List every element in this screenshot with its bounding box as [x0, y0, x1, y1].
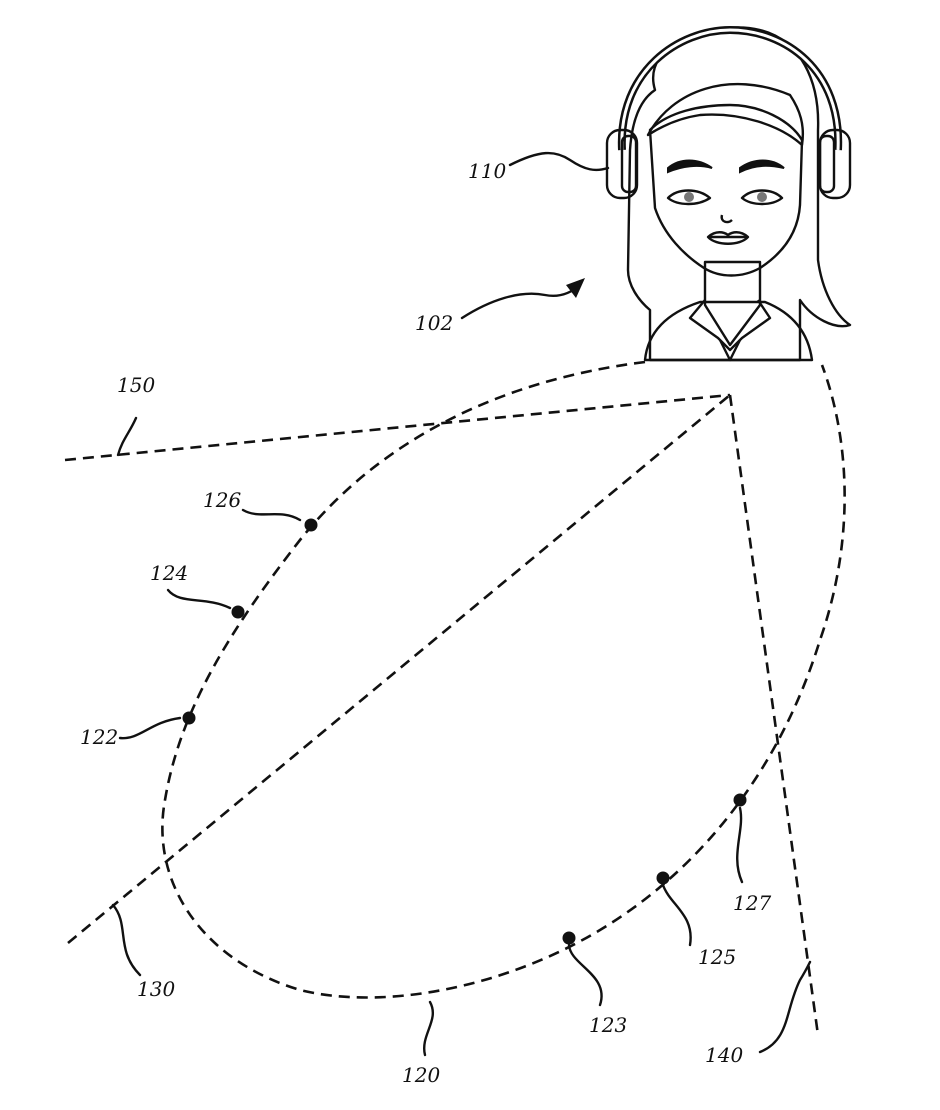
- label-127: 127: [733, 891, 771, 915]
- point-126: [304, 518, 318, 532]
- point-125: [656, 871, 670, 885]
- left-eye: [666, 189, 712, 206]
- leader-123: [567, 943, 603, 1007]
- label-120: 120: [402, 1063, 440, 1087]
- label-150: 150: [117, 373, 155, 397]
- label-110: 110: [468, 159, 506, 183]
- label-130: 130: [137, 977, 175, 1001]
- leader-120: [422, 1000, 435, 1057]
- arrowhead-102: [566, 278, 585, 298]
- leader-150: [116, 416, 138, 457]
- point-123: [562, 931, 576, 945]
- leader-127: [736, 806, 744, 884]
- point-127: [733, 793, 747, 807]
- label-102: 102: [415, 311, 453, 335]
- nose: [720, 214, 733, 224]
- leader-125: [661, 883, 692, 947]
- neck: [703, 260, 762, 347]
- point-124: [231, 605, 245, 619]
- headphones: [605, 25, 852, 200]
- collar-v: [718, 339, 742, 362]
- label-124: 124: [150, 561, 188, 585]
- leader-102: [460, 283, 582, 320]
- label-122: 122: [80, 725, 118, 749]
- point-122: [182, 711, 196, 725]
- hrtf-loop-120: [161, 360, 846, 999]
- leader-122: [118, 716, 182, 740]
- right-eye: [740, 189, 784, 206]
- label-126: 126: [203, 488, 241, 512]
- leader-124: [166, 588, 232, 610]
- line-150: [64, 393, 731, 462]
- shoulders: [643, 300, 814, 362]
- leader-130: [111, 903, 142, 977]
- bangs: [646, 82, 804, 147]
- collar: [688, 299, 772, 352]
- line-140: [728, 394, 820, 1036]
- user-figure: [626, 26, 852, 362]
- left-eyebrow: [667, 159, 713, 174]
- label-125: 125: [698, 945, 736, 969]
- leader-140: [758, 960, 812, 1054]
- label-123: 123: [589, 1013, 627, 1037]
- label-140: 140: [705, 1043, 743, 1067]
- face: [648, 103, 804, 277]
- line-130: [67, 393, 731, 945]
- leader-126: [241, 508, 302, 522]
- lips: [706, 231, 750, 245]
- leader-110: [508, 151, 610, 172]
- right-eyebrow: [739, 159, 785, 174]
